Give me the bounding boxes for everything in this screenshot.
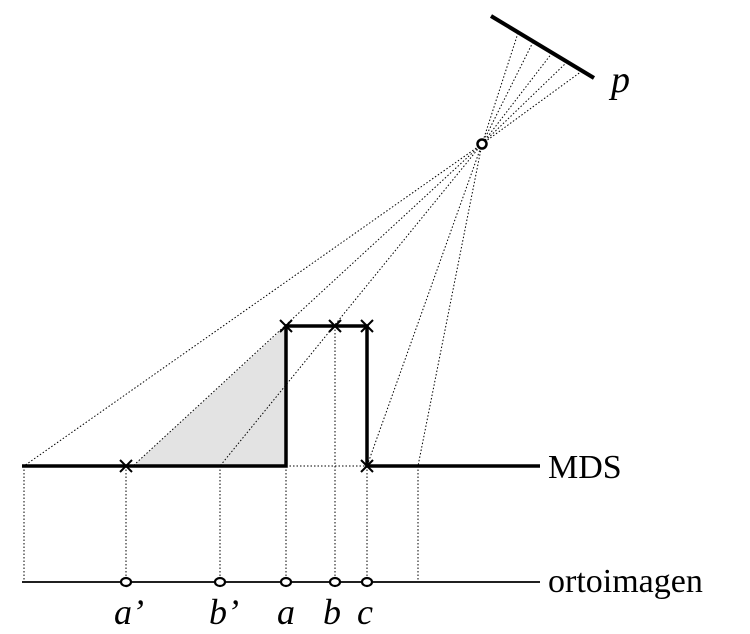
orthoimage-points bbox=[119, 576, 374, 588]
cross-mark-c-bottom bbox=[360, 459, 374, 473]
point-label-b: b bbox=[323, 592, 341, 632]
ortho-point-b-prime bbox=[213, 576, 227, 588]
point-label-a-prime: a’ bbox=[114, 592, 144, 632]
cross-mark-a-prime bbox=[119, 459, 133, 473]
ortho-point-b bbox=[328, 576, 342, 588]
point-label-a: a bbox=[277, 592, 295, 632]
ortho-point-a bbox=[279, 576, 293, 588]
orthoimage-label: ortoimagen bbox=[548, 563, 703, 600]
projection-center bbox=[476, 138, 488, 150]
point-label-c: c bbox=[357, 592, 373, 632]
projection-rays bbox=[23, 143, 483, 467]
surface-cross-marks bbox=[119, 319, 374, 473]
surface-model-line bbox=[22, 324, 540, 468]
image-plane bbox=[489, 14, 596, 80]
cross-mark-c-top bbox=[360, 319, 374, 333]
vertical-projection-lines bbox=[23, 326, 419, 582]
ortho-point-c bbox=[360, 576, 374, 588]
ortho-point-a-prime bbox=[119, 576, 133, 588]
point-label-b-prime: b’ bbox=[209, 592, 239, 632]
camera-label: p bbox=[608, 59, 630, 101]
surface-model-label: MDS bbox=[548, 449, 622, 486]
cross-mark-a bbox=[279, 319, 293, 333]
image-rays bbox=[481, 32, 583, 145]
cross-mark-b bbox=[328, 319, 342, 333]
